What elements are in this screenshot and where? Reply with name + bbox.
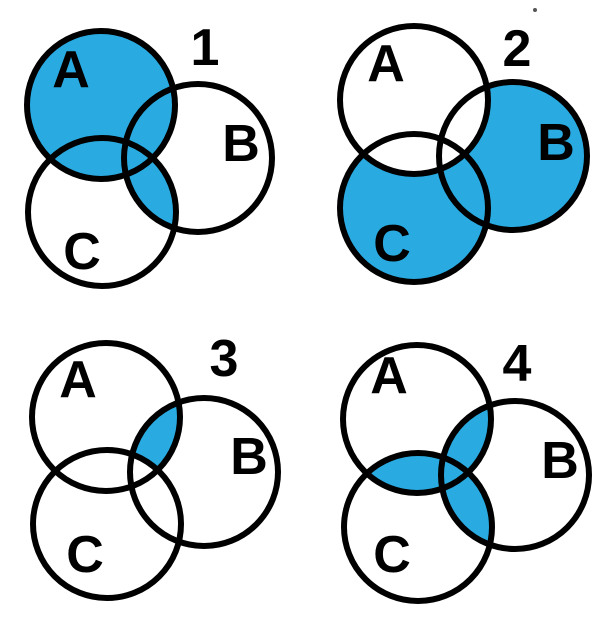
diagram1-number: 1 — [191, 19, 220, 77]
diagram1-label-b: B — [222, 115, 260, 173]
diagram2-unshaded-circle-a — [340, 26, 488, 174]
diagram4-shaded-a-intersect-b — [441, 401, 491, 493]
diagram3-shaded-a-intersect-b — [130, 398, 180, 491]
diagram2-label-a: A — [367, 35, 405, 93]
diagram2-label-b: B — [537, 114, 575, 172]
diagram3-label-c: C — [66, 526, 104, 584]
diagram-2: A B C 2 — [337, 8, 590, 285]
diagram2-circle-c-outline — [337, 131, 491, 285]
diagram4-circle-a-outline — [340, 342, 494, 496]
diagram1-shaded-b-intersect-c — [124, 138, 176, 232]
diagram1-circle-b-outline — [121, 81, 275, 235]
diagram3-circle-c-outline — [30, 447, 184, 601]
diagram1-circle-a-outline — [24, 28, 178, 182]
diagram3-number: 3 — [210, 330, 239, 388]
diagram4-shaded-b-intersect-c — [441, 453, 492, 549]
diagram3-circle-b-outline — [127, 395, 281, 549]
diagram-1: A B C 1 — [24, 19, 275, 289]
diagram1-circle-c-outline — [25, 135, 179, 289]
diagram3-unshaded-circle-c — [33, 450, 181, 598]
diagram4-label-b: B — [541, 432, 579, 490]
stray-dot — [533, 8, 537, 12]
diagram4-circle-b-outline — [438, 398, 592, 552]
diagram2-circle-a-outline — [337, 23, 491, 177]
diagram1-shaded-circle-a — [27, 31, 175, 179]
diagram1-label-c: C — [63, 223, 101, 281]
diagram3-label-b: B — [230, 428, 268, 486]
diagram3-circle-a-outline — [29, 340, 183, 494]
diagram3-label-a: A — [59, 351, 97, 409]
diagram4-number: 4 — [503, 335, 532, 393]
diagram-4: A B C 4 — [340, 335, 592, 604]
diagram2-shaded-circle-c — [340, 134, 488, 282]
diagram2-number: 2 — [503, 20, 532, 78]
diagram-3: A B C 3 — [29, 330, 281, 601]
diagram4-circle-c-outline — [341, 450, 495, 604]
diagram2-circle-b-outline — [436, 79, 590, 233]
diagram2-label-c: C — [373, 215, 411, 273]
diagram1-label-a: A — [52, 41, 90, 99]
diagram4-label-c: C — [373, 526, 411, 584]
diagram4-label-a: A — [370, 347, 408, 405]
